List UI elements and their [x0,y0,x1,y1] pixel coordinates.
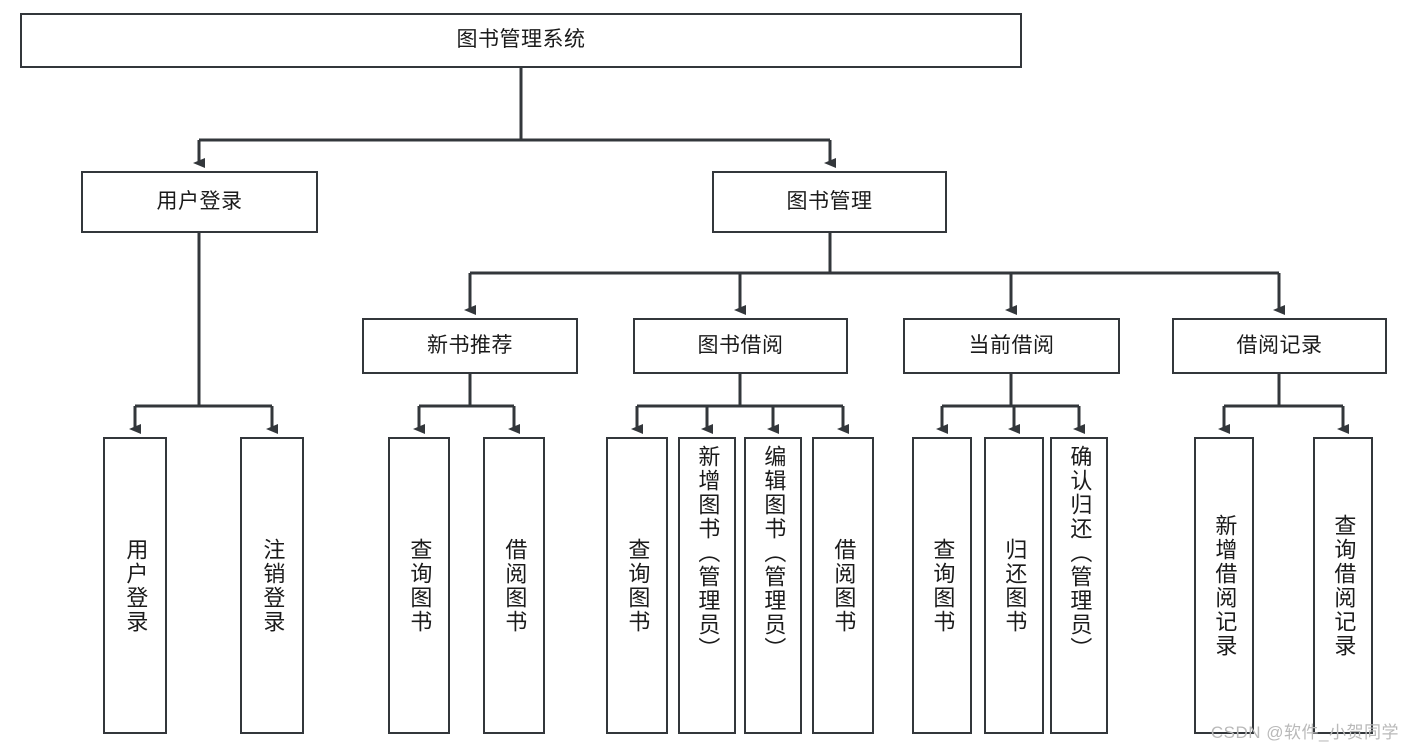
node-root-label: 图书管理系统 [456,28,586,52]
leaf-node[interactable]: 查询图书 [912,437,972,734]
leaf-node[interactable]: 借阅图书 [483,437,545,734]
leaf-label: 查询借阅记录 [1331,513,1357,658]
leaf-label: 查询图书 [625,537,651,634]
leaf-node[interactable]: 查询图书 [606,437,668,734]
node-new-book-recommend[interactable]: 新书推荐 [362,318,578,374]
leaf-node[interactable]: 用户登录 [103,437,167,734]
leaf-label: 确认归还（管理员） [1067,445,1093,661]
node-root[interactable]: 图书管理系统 [20,13,1022,68]
node-book-management-label: 图书管理 [786,189,873,213]
csdn-watermark: CSDN @软件_小贺同学 [1210,723,1399,742]
node-current-borrow-label: 当前借阅 [968,333,1055,357]
leaf-node[interactable]: 新增借阅记录 [1194,437,1254,734]
leaf-label: 借阅图书 [831,537,857,634]
leaf-label: 借阅图书 [502,537,528,634]
leaf-node[interactable]: 借阅图书 [812,437,874,734]
leaf-node[interactable]: 新增图书（管理员） [678,437,736,734]
node-book-borrow-label: 图书借阅 [697,333,784,357]
leaf-label: 用户登录 [123,537,149,634]
leaf-label: 新增借阅记录 [1212,513,1238,658]
leaf-node[interactable]: 确认归还（管理员） [1050,437,1108,734]
leaf-node[interactable]: 编辑图书（管理员） [744,437,802,734]
node-user-login-label: 用户登录 [156,189,243,213]
leaf-node[interactable]: 查询图书 [388,437,450,734]
leaf-node[interactable]: 查询借阅记录 [1313,437,1373,734]
node-borrow-records-label: 借阅记录 [1236,333,1323,357]
leaf-node[interactable]: 注销登录 [240,437,304,734]
leaf-label: 查询图书 [407,537,433,634]
leaf-label: 注销登录 [260,537,286,634]
leaf-label: 查询图书 [930,537,956,634]
node-book-borrow[interactable]: 图书借阅 [633,318,848,374]
node-user-login[interactable]: 用户登录 [81,171,318,233]
leaf-label: 归还图书 [1002,537,1028,634]
leaf-node[interactable]: 归还图书 [984,437,1044,734]
node-borrow-records[interactable]: 借阅记录 [1172,318,1387,374]
node-new-book-recommend-label: 新书推荐 [427,333,513,357]
node-book-management[interactable]: 图书管理 [712,171,947,233]
leaf-label: 编辑图书（管理员） [761,445,787,661]
leaf-label: 新增图书（管理员） [695,445,721,661]
node-current-borrow[interactable]: 当前借阅 [903,318,1120,374]
